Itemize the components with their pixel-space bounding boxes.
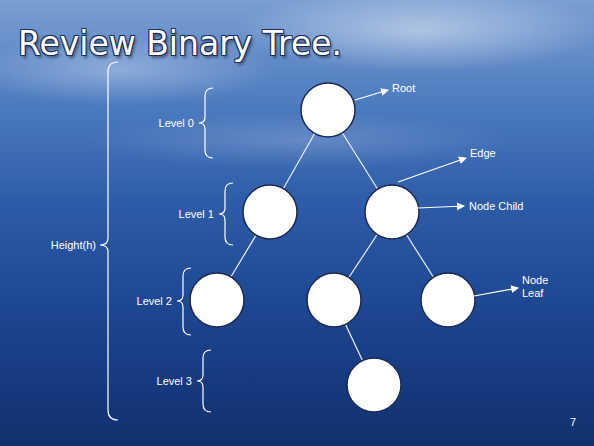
level-brace (197, 350, 211, 412)
tree-node-circle (307, 273, 361, 327)
level-brace (199, 88, 213, 158)
leader-arrow (398, 158, 466, 182)
leader-arrow (474, 288, 518, 296)
tree-node-circle (301, 83, 355, 137)
level-brace (219, 183, 233, 245)
tree-node-circle (243, 185, 297, 239)
leader-arrow (418, 206, 464, 208)
level-label: Level 3 (157, 375, 192, 388)
callout-label: Node Child (469, 200, 523, 213)
tree-node-circle (347, 358, 401, 412)
level-brace (177, 268, 191, 335)
slide-title: Review Binary Tree. (18, 24, 342, 64)
tree-node-circle (190, 273, 244, 327)
tree-node-circle (365, 185, 419, 239)
callout-label: Edge (470, 147, 496, 160)
level-label: Level 2 (137, 295, 172, 308)
height-label: Height(h) (51, 239, 96, 252)
callout-label: Root (392, 82, 415, 95)
callout-label: Node Leaf (522, 274, 558, 300)
tree-node-circle (421, 273, 475, 327)
height-brace (100, 62, 118, 420)
page-number: 7 (570, 416, 576, 429)
level-label: Level 1 (179, 208, 214, 221)
leader-arrow (355, 90, 388, 100)
level-label: Level 0 (159, 117, 194, 130)
